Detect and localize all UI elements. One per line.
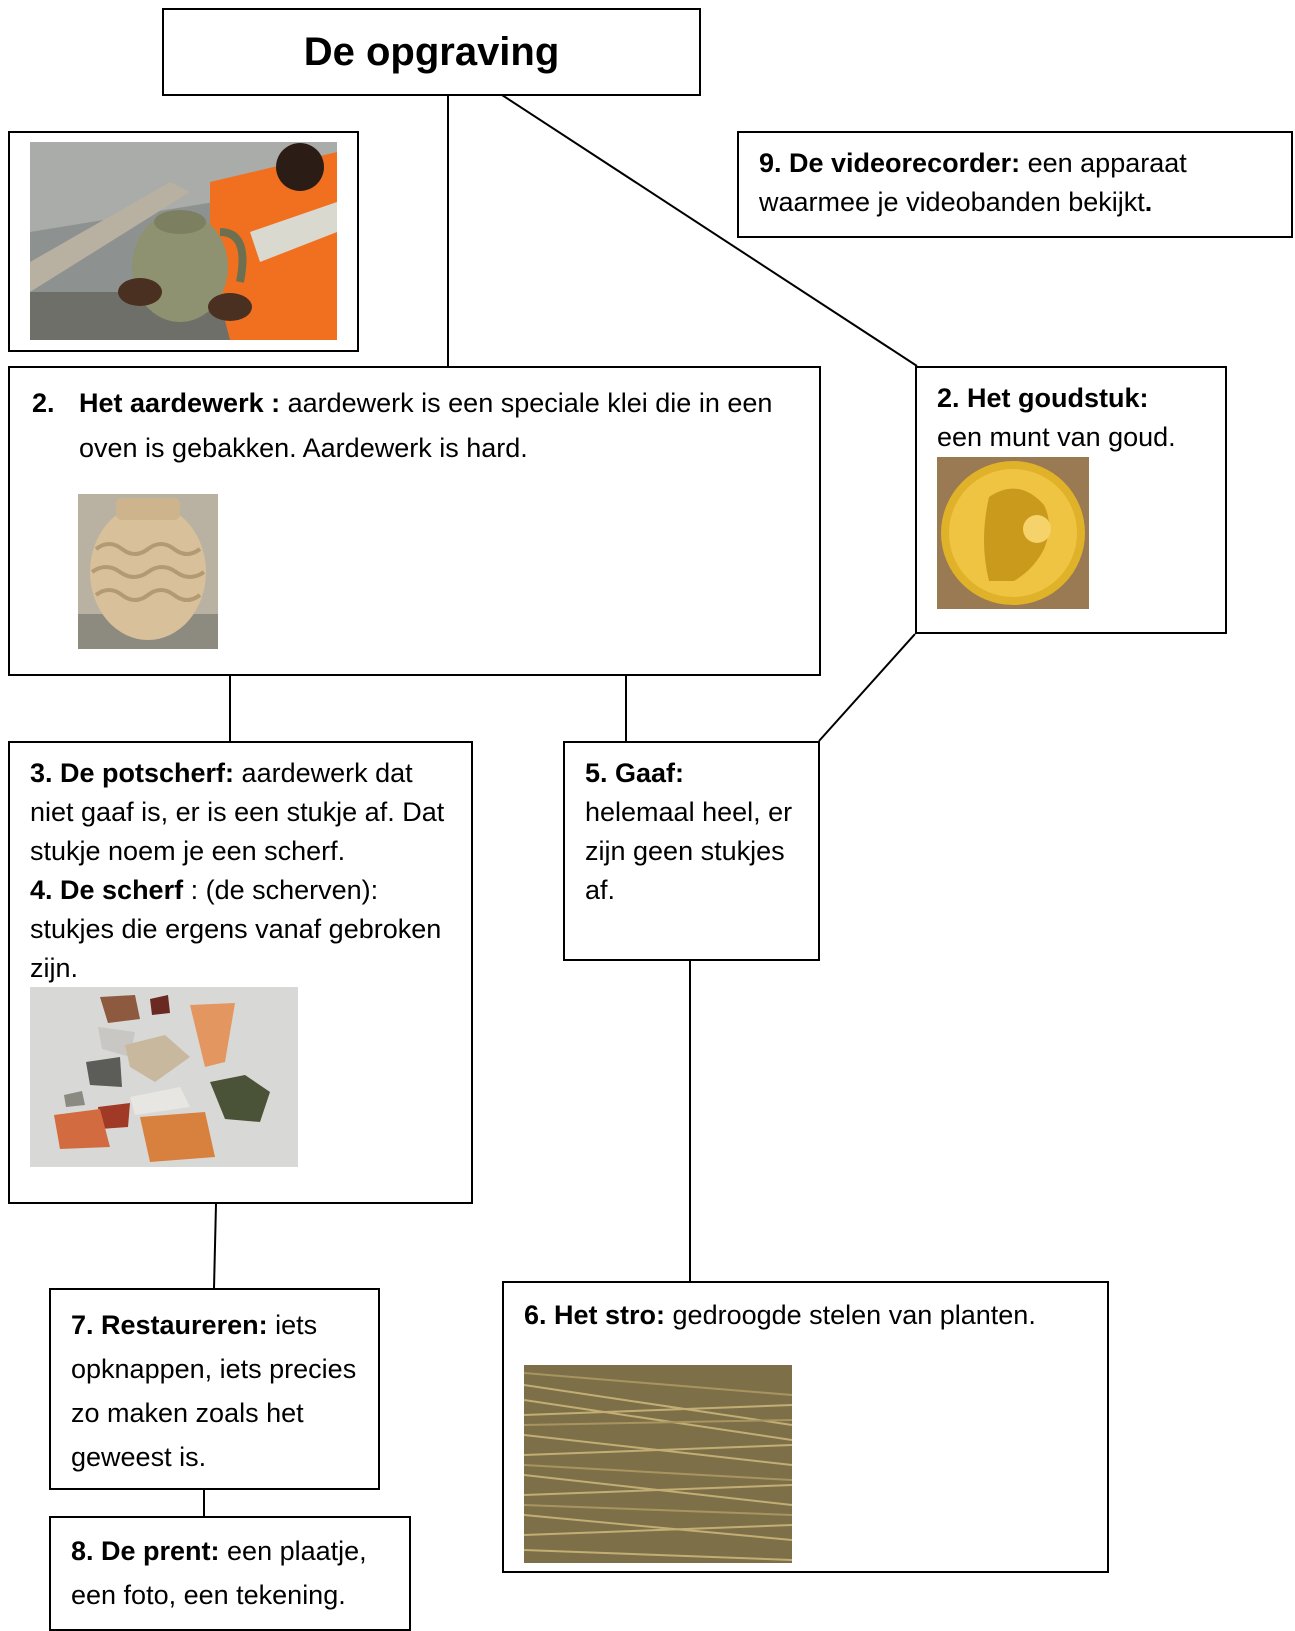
gaaf-definition: helemaal heel, er zijn geen stukjes af. xyxy=(585,797,793,905)
goudstuk-text: 2. Het goudstuk: een munt van goud. xyxy=(937,379,1222,457)
aardewerk-definition: aardewerk is een speciale klei die in ee… xyxy=(79,388,773,463)
pottery-jar-photo xyxy=(78,494,218,649)
shards-photo xyxy=(30,987,298,1167)
aardewerk-number-cell: 2. xyxy=(32,381,72,426)
straw-photo xyxy=(524,1365,792,1563)
restaureren-box: 7. Restaureren: iets opknappen, iets pre… xyxy=(49,1288,380,1490)
aardewerk-number: 2. xyxy=(32,388,55,418)
diagram-title: De opgraving xyxy=(303,29,560,74)
prent-box: 8. De prent: een plaatje, een foto, een … xyxy=(49,1516,411,1631)
potscherf-text: 3. De potscherf: aardewerk dat niet gaaf… xyxy=(30,754,460,988)
stro-term: 6. Het stro: xyxy=(524,1300,666,1330)
scherf-term: 4. De scherf xyxy=(30,875,184,905)
stro-box: 6. Het stro: gedroogde stelen van plante… xyxy=(502,1281,1109,1573)
restaureren-text: 7. Restaureren: iets opknappen, iets pre… xyxy=(71,1303,371,1479)
scherf-definition: : (de scherven): stukjes die ergens vana… xyxy=(30,875,442,983)
stro-definition: gedroogde stelen van planten. xyxy=(665,1300,1036,1330)
aardewerk-box: 2. Het aardewerk : aardewerk is een spec… xyxy=(8,366,821,676)
title-box: De opgraving xyxy=(162,8,701,96)
restaureren-definition: iets opknappen, iets precies zo maken zo… xyxy=(71,1310,357,1472)
potscherf-definition: aardewerk dat niet gaaf is, er is een st… xyxy=(30,758,445,866)
videorecorder-period: . xyxy=(1144,187,1153,217)
videorecorder-definition: een apparaat waarmee je videobanden beki… xyxy=(759,148,1187,217)
goudstuk-definition: een munt van goud. xyxy=(937,422,1176,452)
goudstuk-box: 2. Het goudstuk: een munt van goud. xyxy=(915,366,1227,634)
potscherf-box: 3. De potscherf: aardewerk dat niet gaaf… xyxy=(8,741,473,1204)
gold-coin-photo xyxy=(937,457,1089,609)
restaureren-term: 7. Restaureren: xyxy=(71,1310,268,1340)
potscherf-term: 3. De potscherf: xyxy=(30,758,235,788)
prent-text: 8. De prent: een plaatje, een foto, een … xyxy=(71,1529,406,1617)
videorecorder-term: 9. De videorecorder: xyxy=(759,148,1021,178)
stro-text: 6. Het stro: gedroogde stelen van plante… xyxy=(524,1296,1094,1335)
prent-term: 8. De prent: xyxy=(71,1536,220,1566)
videorecorder-box: 9. De videorecorder: een apparaat waarme… xyxy=(737,131,1293,238)
excavation-photo-frame xyxy=(8,131,359,352)
aardewerk-text: Het aardewerk : aardewerk is een special… xyxy=(79,381,799,471)
gaaf-text: 5. Gaaf: helemaal heel, er zijn geen stu… xyxy=(585,754,805,910)
excavation-photo xyxy=(30,142,337,340)
gaaf-term: 5. Gaaf: xyxy=(585,758,685,788)
prent-definition: een plaatje, een foto, een tekening. xyxy=(71,1536,367,1610)
videorecorder-text: 9. De videorecorder: een apparaat waarme… xyxy=(759,144,1279,222)
goudstuk-term: 2. Het goudstuk: xyxy=(937,383,1149,413)
gaaf-box: 5. Gaaf: helemaal heel, er zijn geen stu… xyxy=(563,741,820,961)
aardewerk-term: Het aardewerk : xyxy=(79,388,281,418)
